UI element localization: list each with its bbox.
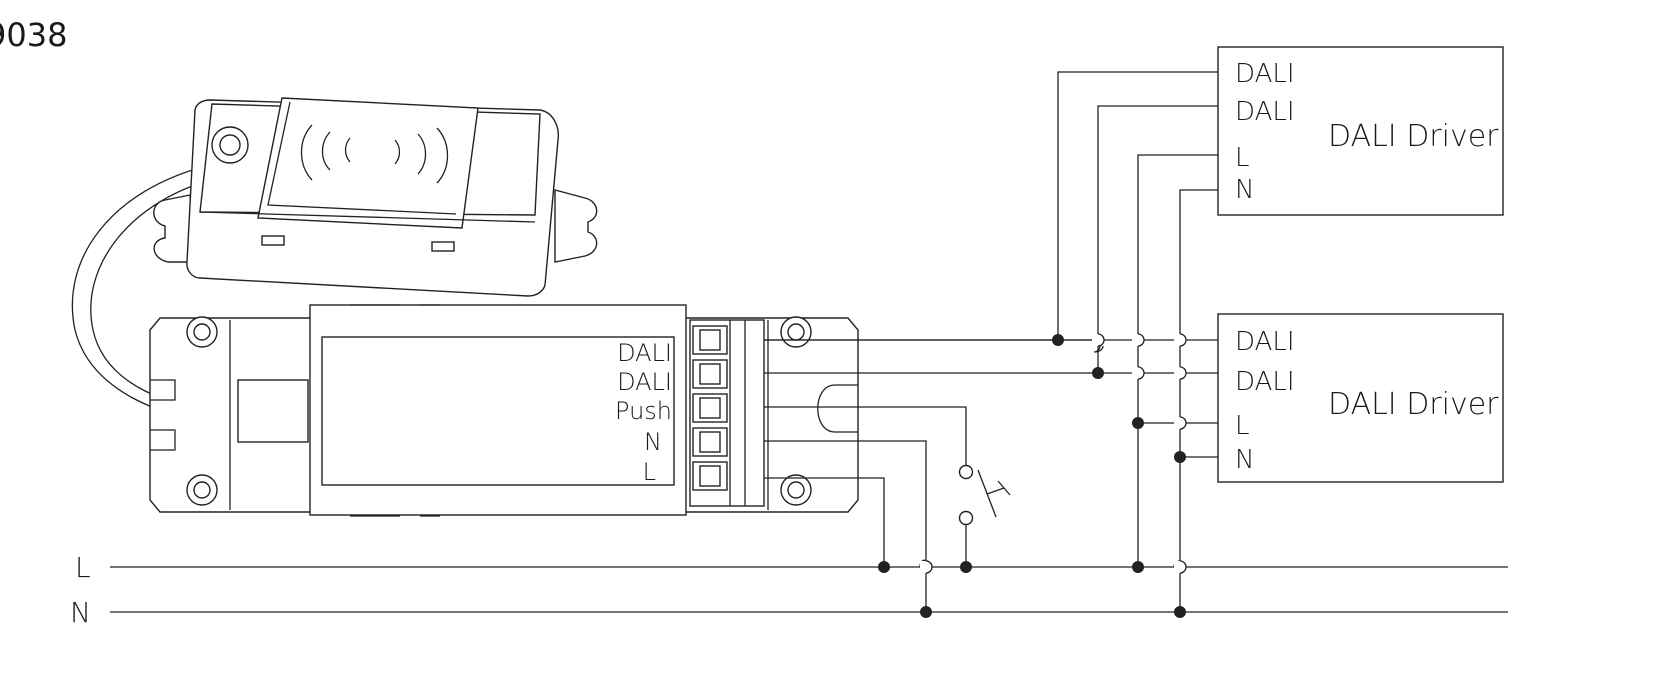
mains-rails: L N <box>70 551 1508 629</box>
driver-2-title: DALI Driver <box>1328 387 1499 422</box>
live-rail <box>110 560 1508 568</box>
wiring <box>764 71 1218 618</box>
wire-crossover-icon <box>920 333 1187 574</box>
driver-2-pin-dali-1: DALI <box>1235 327 1295 357</box>
dali-driver-2: DALI DALI L N DALI Driver <box>1217 313 1504 483</box>
terminal-label-l: L <box>643 458 656 486</box>
push-switch-icon <box>958 464 1011 526</box>
wireless-sensor-icon <box>71 97 598 429</box>
dali-controller: DALI DALI Push N L <box>149 304 859 517</box>
driver-2-pin-l: L <box>1235 411 1250 441</box>
driver-2-pin-dali-2: DALI <box>1235 367 1295 397</box>
driver-2-pin-n: N <box>1235 445 1254 475</box>
driver-1-pin-dali-2: DALI <box>1235 97 1295 127</box>
terminal-screws <box>692 325 728 491</box>
terminal-label-dali-1: DALI <box>617 339 672 367</box>
reference-code: 9038 <box>0 16 67 54</box>
mains-label-live: L <box>75 551 91 584</box>
junction-dot-icon <box>878 334 1186 618</box>
mains-label-neutral: N <box>70 596 91 629</box>
driver-1-title: DALI Driver <box>1328 119 1499 154</box>
driver-1-pin-n: N <box>1235 175 1254 205</box>
terminal-label-push: Push <box>615 397 672 425</box>
terminal-label-dali-2: DALI <box>617 368 672 396</box>
terminal-label-n: N <box>644 428 662 456</box>
driver-1-pin-dali-1: DALI <box>1235 59 1295 89</box>
dali-driver-1: DALI DALI L N DALI Driver <box>1217 46 1504 216</box>
driver-1-pin-l: L <box>1235 143 1250 173</box>
